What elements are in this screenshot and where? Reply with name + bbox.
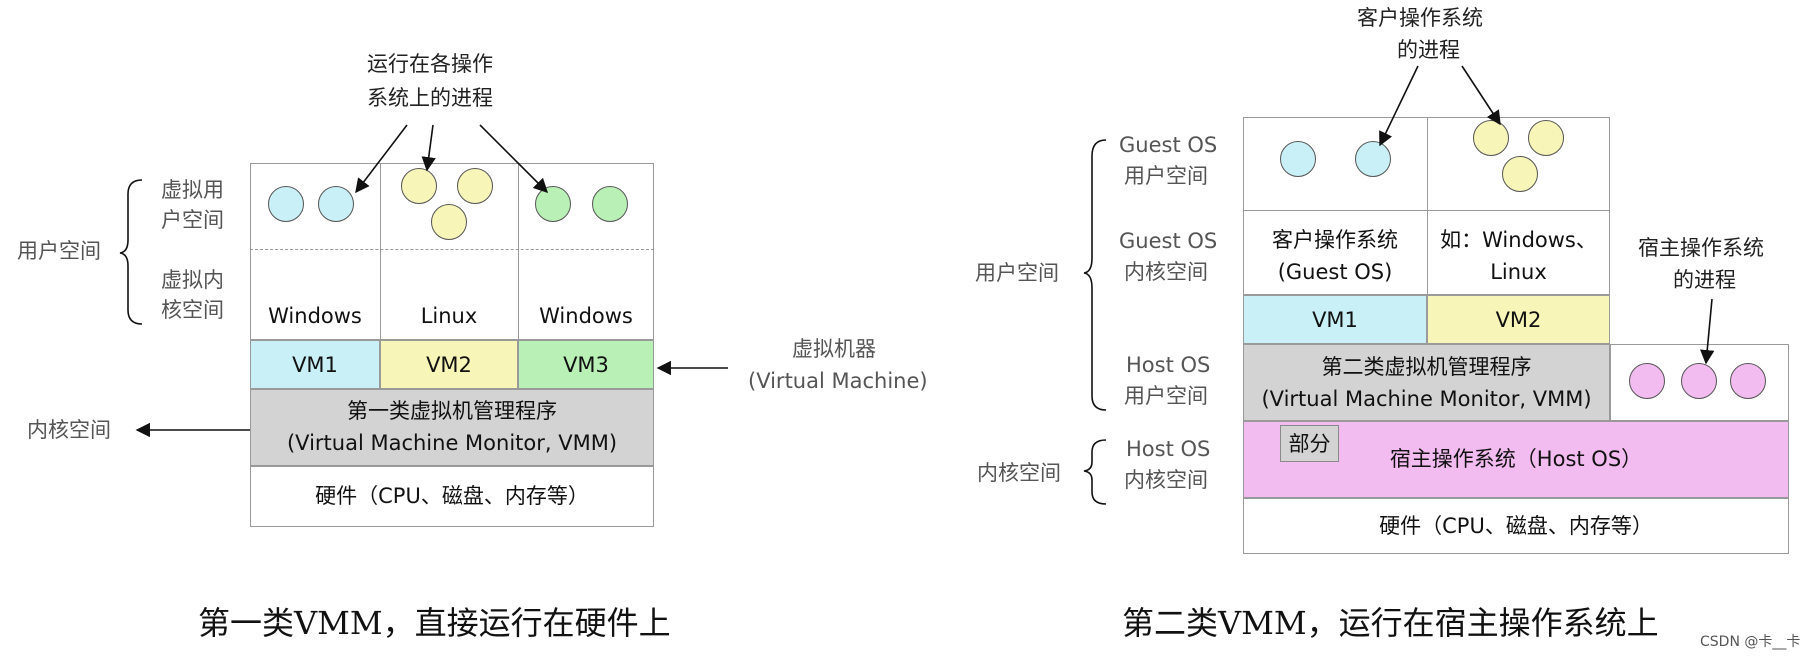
right-example-line2: Linux <box>1490 260 1547 284</box>
left-virtual-kernel-space-line2: 核空间 <box>161 298 224 322</box>
left-hardware-label: 硬件（CPU、磁盘、内存等） <box>315 484 589 508</box>
left-dashed-separator <box>250 249 654 250</box>
left-process-dot <box>457 168 493 204</box>
right-process-note-line1: 客户操作系统 <box>1357 6 1483 30</box>
left-os-label: Linux <box>420 304 478 328</box>
left-vmm-box <box>250 389 654 466</box>
right-process-dot <box>1502 156 1538 192</box>
left-process-dot <box>318 186 354 222</box>
right-guest-os-line2: (Guest OS) <box>1277 260 1393 284</box>
left-vm2-box: VM2 <box>380 340 518 389</box>
left-virtual-user-space-line1: 虚拟用 <box>161 178 224 202</box>
right-vm1-box: VM1 <box>1243 295 1427 344</box>
left-vmm-subtitle: (Virtual Machine Monitor, VMM) <box>286 431 618 455</box>
right-host-process-note-line2: 的进程 <box>1673 268 1736 292</box>
right-kernel-space-label: 内核空间 <box>977 461 1061 485</box>
right-caption: 第二类VMM，运行在宿主操作系统上 <box>1122 604 1659 642</box>
right-host-process-dot <box>1681 363 1717 399</box>
right-hardware-label: 硬件（CPU、磁盘、内存等） <box>1379 514 1653 538</box>
left-column-divider-2 <box>518 163 519 340</box>
left-user-space-label: 用户空间 <box>17 239 101 263</box>
right-example-line1: 如：Windows、 <box>1440 228 1597 252</box>
left-vm3-box: VM3 <box>518 340 654 389</box>
right-host-os-user-line1: Host OS <box>1126 353 1211 377</box>
left-process-dot <box>431 204 467 240</box>
right-hardware-box <box>1243 498 1789 554</box>
right-host-os-kernel-line1: Host OS <box>1126 437 1211 461</box>
right-guest-os-user-line2: 用户空间 <box>1124 164 1208 188</box>
right-host-process-area <box>1610 344 1789 421</box>
right-process-dot <box>1528 120 1564 156</box>
left-process-note-line1: 运行在各操作 <box>367 52 493 76</box>
left-virtual-kernel-space-line1: 虚拟内 <box>161 268 224 292</box>
left-process-dot <box>401 168 437 204</box>
right-process-note-line2: 的进程 <box>1397 38 1460 62</box>
right-vmm-box <box>1243 344 1610 421</box>
right-arrow-to-example-process <box>1461 65 1501 126</box>
right-brace-user-space <box>1083 139 1107 411</box>
left-brace-user-space <box>119 179 143 325</box>
right-host-process-dot <box>1629 363 1665 399</box>
left-vmm-title: 第一类虚拟机管理程序 <box>347 399 557 423</box>
right-process-dot <box>1473 120 1509 156</box>
right-partial-box: 部分 <box>1280 425 1339 462</box>
left-hardware-box <box>250 466 654 527</box>
right-host-os-kernel-line2: 内核空间 <box>1124 468 1208 492</box>
right-row-divider <box>1243 210 1610 211</box>
left-vm1-box: VM1 <box>250 340 380 389</box>
right-vmm-title: 第二类虚拟机管理程序 <box>1321 355 1532 379</box>
left-os-label: Windows <box>539 304 633 328</box>
watermark: CSDN @卡__卡 <box>1700 634 1801 650</box>
right-guest-os-kernel-line2: 内核空间 <box>1124 260 1208 284</box>
right-host-os-user-line2: 用户空间 <box>1124 384 1208 408</box>
right-process-dot <box>1280 141 1316 177</box>
left-os-label: Windows <box>268 304 362 328</box>
right-host-process-dot <box>1730 363 1766 399</box>
left-virtual-machine-label-en: (Virtual Machine) <box>748 369 928 393</box>
right-guest-os-kernel-line1: Guest OS <box>1119 229 1218 253</box>
left-caption: 第一类VMM，直接运行在硬件上 <box>198 604 671 642</box>
right-host-os-label: 宿主操作系统（Host OS） <box>1389 447 1643 471</box>
right-column-divider <box>1427 117 1428 344</box>
right-guest-os-user-line1: Guest OS <box>1119 133 1218 157</box>
left-process-dot <box>535 186 571 222</box>
right-process-dot <box>1355 141 1391 177</box>
left-virtual-user-space-line2: 户空间 <box>161 208 224 232</box>
right-user-space-label: 用户空间 <box>975 261 1059 285</box>
right-host-process-note-line1: 宿主操作系统 <box>1638 236 1764 260</box>
left-process-dot <box>592 186 628 222</box>
left-user-space-box <box>250 163 654 340</box>
left-column-divider-1 <box>380 163 381 340</box>
right-vm2-box: VM2 <box>1427 295 1610 344</box>
left-virtual-machine-label: 虚拟机器 <box>792 337 876 361</box>
left-process-note-line2: 系统上的进程 <box>367 86 493 110</box>
left-kernel-space-label: 内核空间 <box>27 418 111 442</box>
right-brace-kernel-space <box>1083 439 1107 505</box>
right-guest-os-line1: 客户操作系统 <box>1272 228 1398 252</box>
right-guest-area-box <box>1243 117 1610 295</box>
right-vmm-subtitle: (Virtual Machine Monitor, VMM) <box>1261 387 1592 411</box>
left-process-dot <box>268 186 304 222</box>
